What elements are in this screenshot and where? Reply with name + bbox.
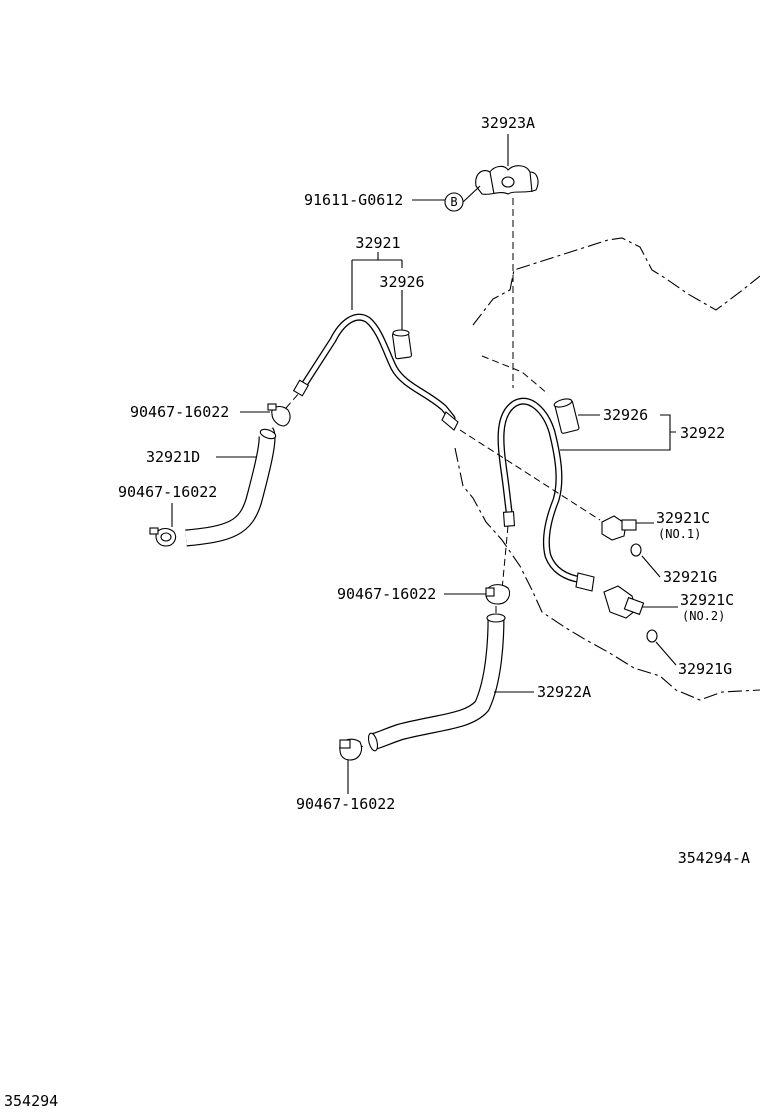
leader-gasket-1: [641, 555, 661, 578]
tube-32921: [292, 313, 459, 431]
label-union-no1-note: (NO.1): [658, 527, 701, 541]
label-gasket-2: 32921G: [678, 660, 732, 678]
hose-32922a: [367, 613, 506, 752]
label-bracket-32923a: 32923A: [481, 114, 535, 132]
clamp-center: [485, 584, 511, 605]
bracket-32923a: [475, 165, 539, 195]
label-hose-32921d: 32921D: [146, 448, 200, 466]
union-32921c-no2: [603, 585, 645, 619]
label-clamp-lower-left: 90467-16022: [118, 483, 217, 501]
page-reference: 354294: [4, 1092, 58, 1110]
gasket-32921g-2: [646, 629, 658, 643]
union-32921c-no1: [601, 515, 637, 541]
bracket-32922: [560, 414, 676, 451]
label-tube-32921: 32921: [355, 234, 400, 252]
leader-bolt-to-bracket: [462, 185, 481, 203]
gasket-32921g-1: [630, 543, 642, 557]
label-union-no2-note: (NO.2): [682, 609, 725, 623]
grommet-32926-left: [391, 329, 413, 360]
label-clamp-bottom: 90467-16022: [296, 795, 395, 813]
label-tube-32922: 32922: [680, 424, 725, 442]
bolt-marker-b: B: [444, 192, 464, 212]
clamp-lower-left: [149, 527, 177, 547]
label-grommet-left: 32926: [379, 273, 424, 291]
label-clamp-center: 90467-16022: [337, 585, 436, 603]
label-union-no2: 32921C: [680, 591, 734, 609]
grommet-32926-right: [553, 398, 580, 434]
illustration-reference: 354294-A: [678, 849, 750, 867]
hose-32921d: [185, 427, 277, 547]
leader-gasket-2: [655, 641, 677, 666]
tube-32922: [497, 397, 595, 592]
clamp-upper-left: [267, 403, 291, 427]
axis-clamp-upper-left: [285, 391, 301, 409]
bracket-32921: [351, 252, 403, 310]
label-hose-32922a: 32922A: [537, 683, 591, 701]
label-grommet-right: 32926: [603, 406, 648, 424]
axis-tube-left-to-union: [459, 429, 601, 521]
label-gasket-1: 32921G: [663, 568, 717, 586]
label-clamp-upper-left: 90467-16022: [130, 403, 229, 421]
label-union-no1: 32921C: [656, 509, 710, 527]
axis-center-tube: [501, 525, 509, 591]
transmission-case-outline: [454, 237, 760, 701]
bolt-marker-letter: B: [450, 195, 457, 209]
clamp-bottom: [339, 738, 363, 761]
label-bolt: 91611-G0612: [304, 191, 403, 209]
